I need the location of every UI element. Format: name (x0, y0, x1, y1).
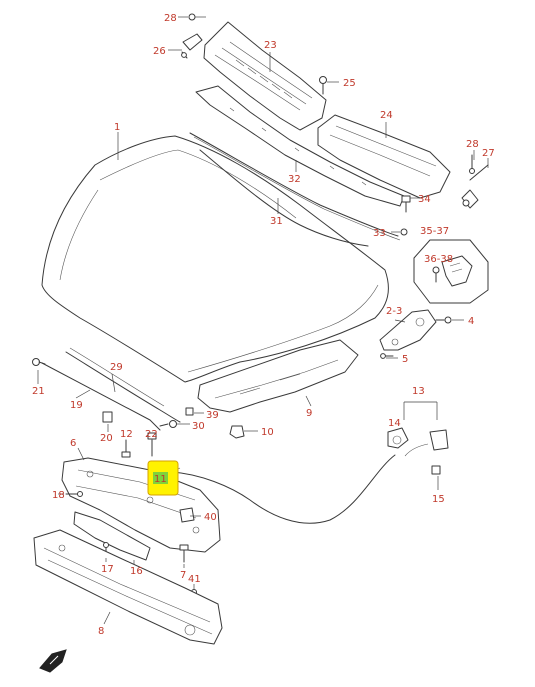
callout-35-37: 35-37 (420, 226, 449, 237)
callout-25: 25 (343, 78, 356, 89)
callout-7: 7 (180, 570, 186, 581)
callout-11: 11 (154, 474, 167, 485)
callout-33: 33 (373, 228, 386, 239)
callout-12: 12 (120, 429, 133, 440)
hood-panel (41, 135, 389, 383)
hood-front-seal-29 (65, 351, 181, 423)
bolt-12 (121, 439, 131, 458)
callout-23: 23 (264, 40, 277, 51)
callout-34: 34 (418, 194, 431, 205)
cushion-40 (179, 507, 195, 523)
callout-13: 13 (412, 386, 425, 397)
cowl-top-panel-24 (317, 114, 451, 199)
callout-8: 8 (98, 626, 104, 637)
callout-20: 20 (100, 433, 113, 444)
hood-hinge (379, 309, 437, 351)
callout-30: 30 (192, 421, 205, 432)
callout-14: 14 (388, 418, 401, 429)
fastener-28-top (188, 13, 206, 21)
hood-support-rod-19 (41, 362, 161, 431)
callout-1: 1 (114, 122, 120, 133)
callout-labels: 28 26 23 25 24 1 28 27 32 34 31 33 35-37… (32, 13, 495, 637)
clip-15 (431, 465, 441, 475)
callout-18: 18 (52, 490, 65, 501)
bolt-4 (435, 316, 452, 324)
hood-seal-31 (199, 149, 369, 247)
callout-10: 10 (261, 427, 274, 438)
callout-9: 9 (306, 408, 312, 419)
clip-33 (400, 228, 408, 236)
hood-stay-holder-inset (413, 239, 489, 304)
callout-27: 27 (482, 148, 495, 159)
callout-28-top: 28 (164, 13, 177, 24)
hood-seal-32 (189, 132, 399, 237)
washer-nozzle-26 (181, 33, 203, 59)
clip-27 (461, 164, 489, 209)
bracket-16 (73, 511, 151, 561)
callout-5: 5 (402, 354, 408, 365)
callout-40: 40 (204, 512, 217, 523)
clip-34 (401, 195, 411, 213)
highlight-part-11 (147, 460, 179, 496)
bolt-7 (179, 544, 189, 563)
bolt-5 (380, 353, 394, 359)
hood-release-cable-11 (171, 454, 396, 524)
callout-22: 22 (145, 429, 158, 440)
bolt-25 (319, 76, 327, 95)
callout-29: 29 (110, 362, 123, 373)
callout-26: 26 (153, 46, 166, 57)
bolt-18 (65, 491, 83, 497)
bolt-22 (147, 432, 157, 457)
clip-10 (229, 425, 245, 439)
cushion-20 (102, 411, 113, 423)
callout-16: 16 (130, 566, 143, 577)
grommet-21 (32, 358, 46, 366)
hood-front-seal-29-inner (69, 347, 165, 407)
cowl-top-panel-23 (203, 21, 327, 131)
callout-24: 24 (380, 110, 393, 121)
clip-30 (159, 420, 177, 428)
bumper-reinforcement-8 (33, 529, 223, 645)
front-arrow-icon (39, 649, 67, 673)
callout-36-38: 36-38 (424, 254, 453, 265)
callout-17: 17 (101, 564, 114, 575)
callout-41: 41 (188, 574, 201, 585)
callout-21: 21 (32, 386, 45, 397)
callout-2-3: 2-3 (386, 306, 402, 317)
leader-lines (37, 16, 489, 625)
cushion-39 (185, 407, 194, 416)
hood-inner-frame (197, 339, 359, 413)
callout-19: 19 (70, 400, 83, 411)
callout-31: 31 (270, 216, 283, 227)
callout-4: 4 (468, 316, 474, 327)
fastener-28-right (469, 154, 475, 174)
radiator-support-6 (61, 457, 221, 553)
callout-39: 39 (206, 410, 219, 421)
callout-32: 32 (288, 174, 301, 185)
hood-release-handle-13 (387, 401, 449, 457)
callout-15: 15 (432, 494, 445, 505)
callout-28-right: 28 (466, 139, 479, 150)
callout-6: 6 (70, 438, 76, 449)
hood-seal-32-inner (193, 136, 401, 241)
